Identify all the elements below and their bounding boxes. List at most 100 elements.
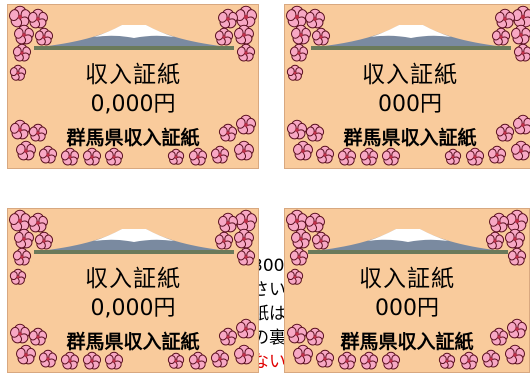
- cherry-blossom-icon: [287, 119, 307, 140]
- cherry-blossom-icon: [337, 147, 357, 166]
- bg-line-6-warning: ない: [252, 352, 286, 372]
- stamp-issuer: 群馬県収入証紙: [343, 127, 477, 149]
- cherry-blossom-icon: [188, 147, 208, 166]
- cherry-blossom-icon: [286, 268, 304, 285]
- cherry-blossom-icon: [487, 145, 507, 164]
- cherry-blossom-icon: [491, 27, 511, 46]
- revenue-stamp-4: 収入証紙 000円 群馬県収入証紙: [284, 208, 530, 373]
- bg-line-3: さい: [252, 280, 286, 300]
- mount-fuji-icon: [311, 25, 511, 50]
- cherry-blossom-icon: [513, 114, 530, 135]
- cherry-blossom-icon: [511, 140, 530, 161]
- cherry-blossom-icon: [9, 64, 27, 81]
- bg-line-5: の裏: [252, 328, 286, 348]
- stamp-decoration: [286, 209, 528, 370]
- cherry-blossom-icon: [465, 147, 485, 166]
- cherry-blossom-icon: [293, 344, 313, 365]
- cherry-blossom-icon: [34, 231, 54, 250]
- cherry-blossom-icon: [188, 351, 208, 370]
- cherry-blossom-icon: [236, 43, 256, 62]
- cherry-blossom-icon: [167, 148, 185, 165]
- cherry-blossom-icon: [511, 24, 530, 45]
- cherry-blossom-icon: [236, 318, 256, 339]
- cherry-blossom-icon: [214, 27, 234, 46]
- cherry-blossom-icon: [512, 5, 530, 28]
- cherry-blossom-icon: [14, 24, 34, 45]
- cherry-blossom-icon: [10, 119, 30, 140]
- cherry-blossom-icon: [10, 323, 30, 344]
- cherry-blossom-icon: [210, 145, 230, 164]
- cherry-blossom-icon: [34, 27, 54, 46]
- cherry-blossom-icon: [315, 145, 335, 164]
- cherry-blossom-icon: [305, 123, 325, 142]
- cherry-blossom-icon: [9, 268, 27, 285]
- cherry-blossom-icon: [287, 323, 307, 344]
- cherry-blossom-icon: [505, 228, 525, 249]
- cherry-blossom-icon: [481, 349, 501, 368]
- cherry-blossom-icon: [82, 147, 102, 166]
- cherry-blossom-icon: [12, 247, 32, 266]
- mount-fuji-icon: [34, 25, 234, 50]
- cherry-blossom-icon: [381, 147, 401, 166]
- stamp-issuer: 群馬県収入証紙: [66, 331, 200, 353]
- cherry-blossom-icon: [210, 349, 230, 368]
- cherry-blossom-icon: [16, 344, 36, 365]
- cherry-blossom-icon: [60, 147, 80, 166]
- cherry-blossom-icon: [16, 140, 36, 161]
- stamp-amount: 0,000円: [90, 92, 176, 117]
- cherry-blossom-icon: [305, 8, 325, 29]
- cherry-blossom-icon: [28, 212, 48, 233]
- stamp-decoration: [9, 209, 257, 370]
- cherry-blossom-icon: [506, 209, 528, 232]
- cherry-blossom-icon: [513, 43, 530, 62]
- cherry-blossom-icon: [293, 140, 313, 161]
- cherry-blossom-icon: [235, 5, 257, 28]
- cherry-blossom-icon: [438, 352, 456, 369]
- cherry-blossom-icon: [60, 351, 80, 370]
- cherry-blossom-icon: [218, 123, 238, 142]
- cherry-blossom-icon: [14, 228, 34, 249]
- cherry-blossom-icon: [459, 351, 479, 370]
- cherry-blossom-icon: [485, 231, 505, 250]
- stamp-amount: 000円: [375, 296, 439, 321]
- stamp-title: 収入証紙: [85, 266, 181, 292]
- cherry-blossom-icon: [104, 147, 124, 166]
- background-document-text: ） 300 さい 紙は の裏 ない: [252, 206, 286, 374]
- cherry-blossom-icon: [489, 327, 509, 346]
- cherry-blossom-icon: [236, 247, 256, 266]
- cherry-blossom-icon: [291, 228, 311, 249]
- cherry-blossom-icon: [234, 228, 254, 249]
- revenue-stamp-1: 収入証紙 0,000円 群馬県収入証紙: [7, 4, 259, 169]
- mount-fuji-icon: [308, 229, 508, 254]
- cherry-blossom-icon: [82, 351, 102, 370]
- cherry-blossom-icon: [305, 327, 325, 346]
- cherry-blossom-icon: [234, 24, 254, 45]
- stamp-title: 収入証紙: [359, 266, 455, 292]
- cherry-blossom-icon: [489, 212, 509, 233]
- cherry-blossom-icon: [104, 351, 124, 370]
- cherry-blossom-icon: [359, 351, 379, 370]
- cherry-blossom-icon: [28, 8, 48, 29]
- cherry-blossom-icon: [315, 349, 335, 368]
- bg-line-4: 紙は: [252, 304, 286, 324]
- revenue-stamp-3: 収入証紙 0,000円 群馬県収入証紙: [7, 208, 259, 373]
- cherry-blossom-icon: [305, 212, 325, 233]
- cherry-blossom-icon: [218, 327, 238, 346]
- stamp-amount: 0,000円: [90, 296, 176, 321]
- stamp-issuer: 群馬県収入証紙: [66, 127, 200, 149]
- mount-fuji-icon: [34, 229, 234, 254]
- cherry-blossom-icon: [167, 352, 185, 369]
- cherry-blossom-icon: [234, 140, 254, 161]
- stamp-issuer: 群馬県収入証紙: [340, 331, 474, 353]
- stamp-title: 収入証紙: [362, 62, 458, 88]
- cherry-blossom-icon: [505, 344, 525, 365]
- stamp-title: 収入証紙: [85, 62, 181, 88]
- cherry-blossom-icon: [359, 147, 379, 166]
- cherry-blossom-icon: [286, 64, 304, 81]
- stamp-amount: 000円: [378, 92, 442, 117]
- cherry-blossom-icon: [9, 209, 31, 232]
- cherry-blossom-icon: [444, 148, 462, 165]
- cherry-blossom-icon: [381, 351, 401, 370]
- revenue-stamp-2: 収入証紙 000円 群馬県収入証紙: [284, 4, 530, 169]
- cherry-blossom-icon: [311, 27, 331, 46]
